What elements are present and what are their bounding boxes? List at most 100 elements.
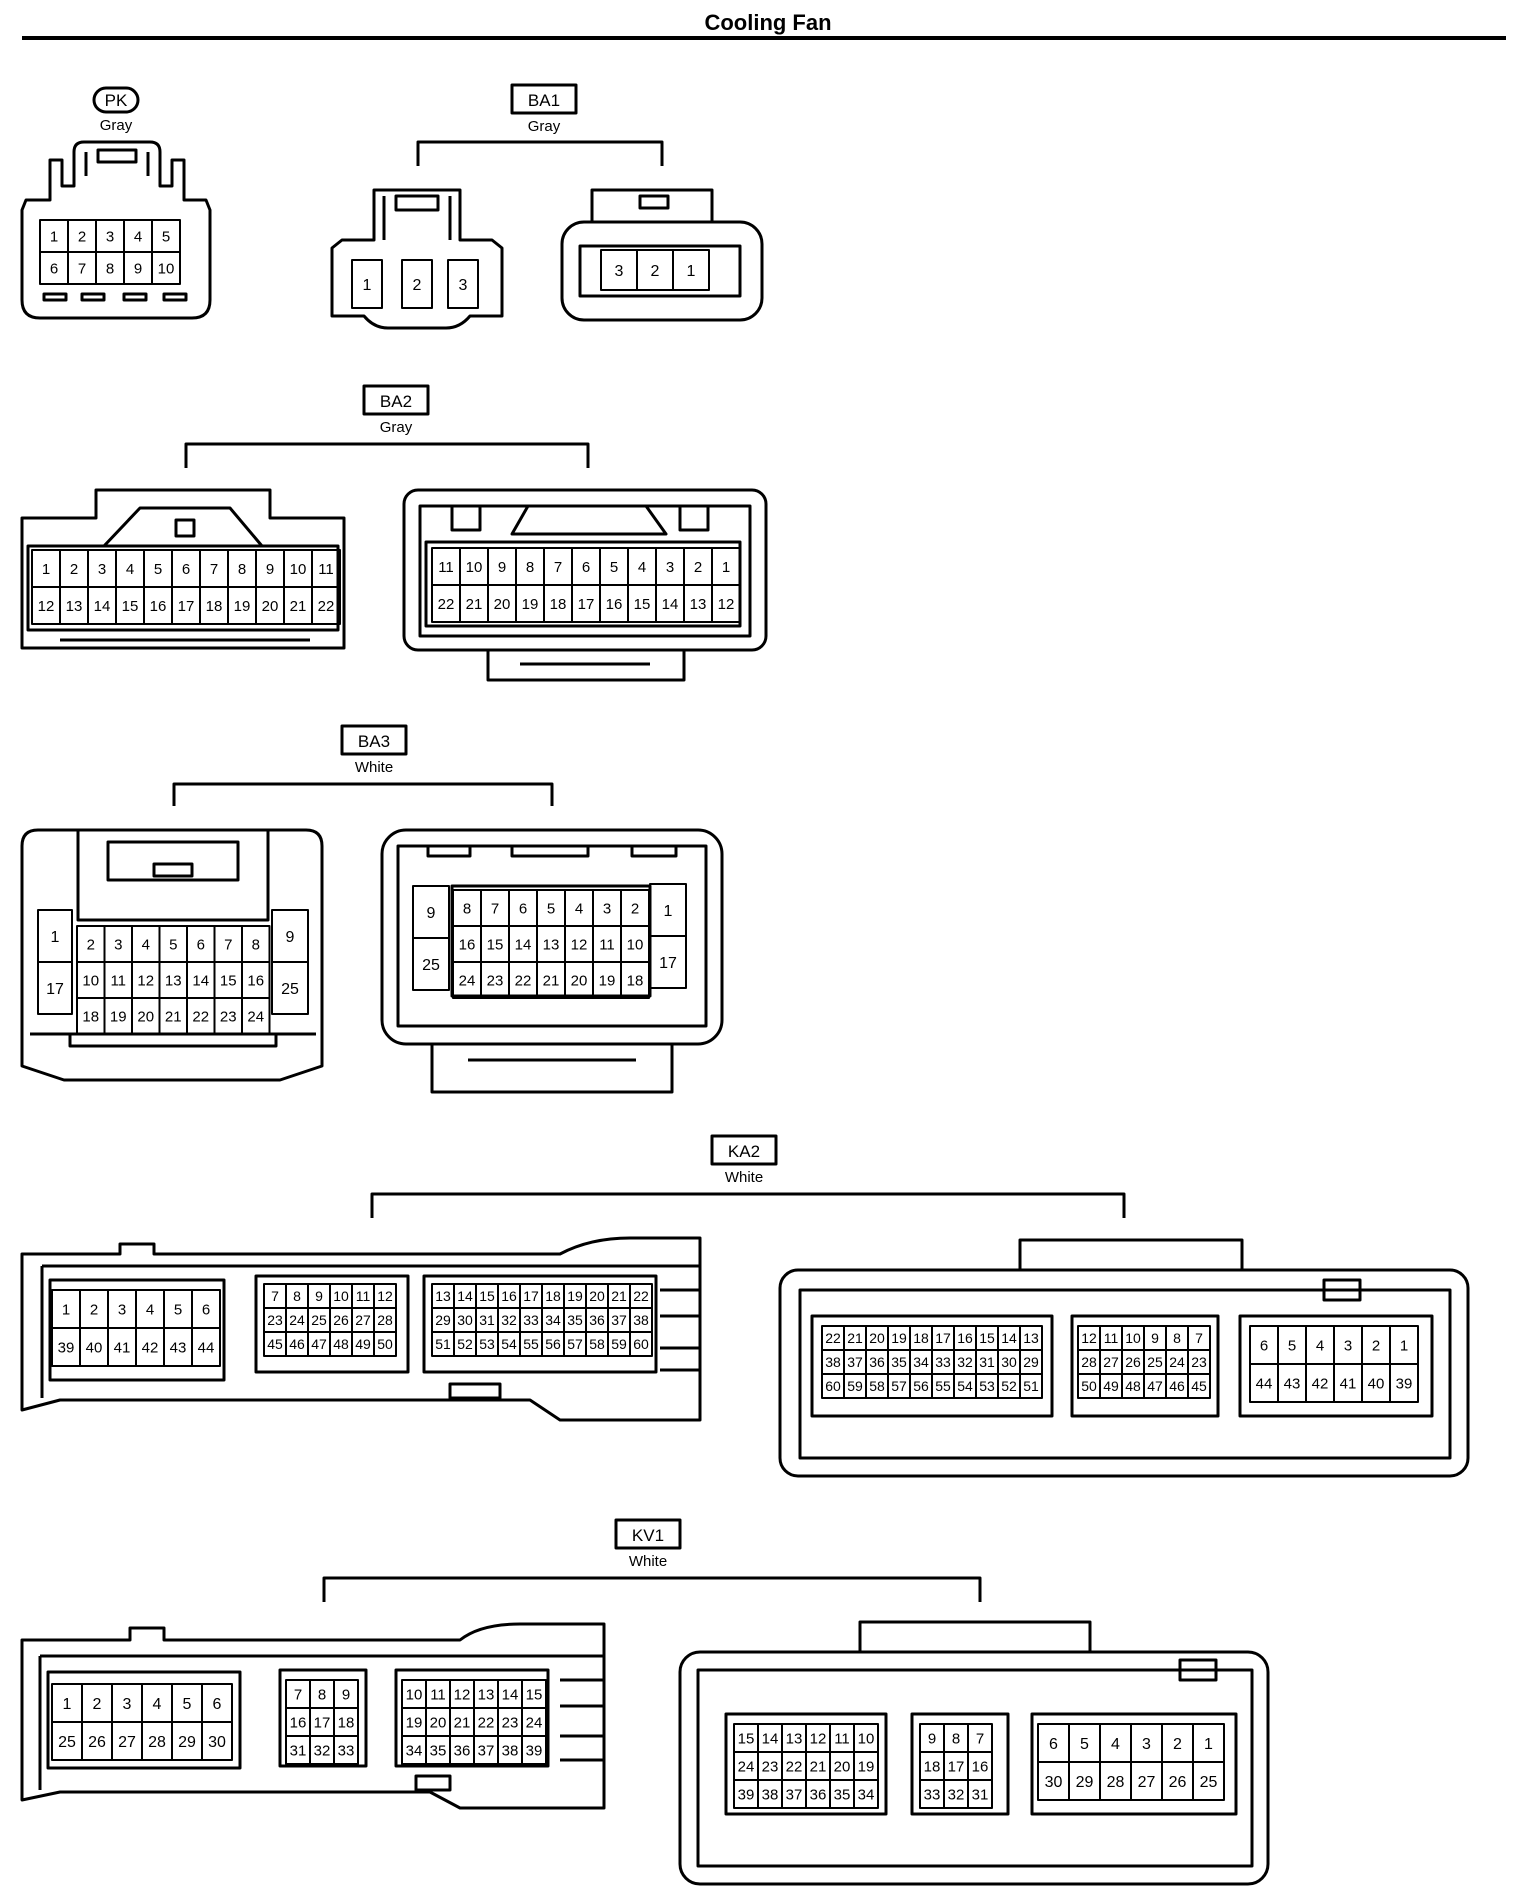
- pin-number: 12: [137, 972, 154, 989]
- pin-number: 6: [182, 561, 190, 578]
- pin-number: 25: [422, 957, 440, 974]
- ka2-male-cavity-1: [810, 1314, 1054, 1418]
- kv1-female-bottom-slot: [414, 1774, 452, 1792]
- pin-number: 9: [286, 929, 295, 946]
- pk-keys-2: [80, 292, 106, 302]
- pin-number: 26: [1125, 1354, 1141, 1370]
- pin-number: 2: [413, 277, 422, 294]
- pin-number: 11: [1104, 1330, 1119, 1346]
- pin-number: 10: [158, 260, 175, 277]
- pin-number: 50: [377, 1336, 393, 1352]
- pin-number: 3: [114, 936, 122, 953]
- pin-number: 25: [1147, 1354, 1163, 1370]
- pin-number: 17: [659, 955, 677, 972]
- pin-number: 12: [1081, 1330, 1097, 1346]
- pin-number: 35: [891, 1354, 907, 1370]
- ba3-ml-pins: 925: [412, 885, 450, 991]
- pin-number: 17: [46, 981, 64, 998]
- pin-number: 35: [567, 1312, 583, 1328]
- pin-number: 7: [1195, 1330, 1203, 1346]
- pin-number: 21: [290, 598, 307, 615]
- ba2-code-box: [362, 384, 430, 416]
- ba1-f-pins: 1: [351, 259, 383, 309]
- pin-number: 13: [786, 1730, 803, 1747]
- ba3-bracket: [172, 782, 554, 806]
- ka2-code: KA2: [728, 1142, 760, 1161]
- pin-number: 41: [114, 1339, 131, 1356]
- ba2-male-housing: [402, 488, 768, 652]
- ba3-fr-pins: 925: [271, 909, 309, 1015]
- pin-number: 15: [634, 596, 651, 613]
- pin-number: 5: [162, 228, 170, 245]
- pin-number: 21: [466, 596, 483, 613]
- pin-number: 6: [582, 559, 590, 576]
- pin-cell: [271, 961, 309, 1015]
- pin-number: 57: [891, 1378, 907, 1394]
- pin-number: 17: [935, 1330, 951, 1346]
- ba2-male-foot: [486, 650, 686, 682]
- ka2-bracket: [370, 1192, 1126, 1218]
- ba2-bracket: [184, 442, 590, 468]
- pin-number: 17: [948, 1758, 965, 1775]
- pin-number: 3: [459, 277, 468, 294]
- ka2-male-shell: [798, 1288, 1452, 1460]
- pin-number: 41: [1340, 1375, 1357, 1392]
- pin-number: 8: [318, 1686, 326, 1703]
- pin-cell: [649, 935, 687, 989]
- pin-number: 2: [87, 936, 95, 953]
- pin-number: 10: [290, 561, 307, 578]
- pin-number: 34: [858, 1786, 875, 1803]
- pin-number: 28: [377, 1312, 393, 1328]
- pin-number: 13: [165, 972, 182, 989]
- ba3-male-ribs: [426, 846, 678, 858]
- pin-number: 17: [178, 598, 195, 615]
- pin-number: 47: [1147, 1378, 1163, 1394]
- pin-number: 39: [58, 1339, 75, 1356]
- pin-number: 9: [928, 1730, 936, 1747]
- pk-code: PK: [105, 91, 128, 110]
- pin-number: 5: [169, 936, 177, 953]
- pin-number: 18: [545, 1288, 561, 1304]
- pin-number: 6: [197, 936, 205, 953]
- pin-number: 31: [972, 1786, 989, 1803]
- pin-number: 12: [571, 936, 588, 953]
- pin-number: 11: [834, 1730, 850, 1747]
- pin-number: 2: [651, 263, 660, 280]
- pin-number: 26: [1169, 1774, 1187, 1791]
- pin-number: 7: [554, 559, 562, 576]
- pin-number: 18: [82, 1008, 99, 1025]
- pin-number: 21: [454, 1714, 471, 1731]
- pin-cell: [853, 1779, 879, 1809]
- pin-number: 1: [363, 277, 372, 294]
- pin-number: 10: [406, 1686, 423, 1703]
- pin-number: 8: [106, 260, 114, 277]
- pin-number: 21: [165, 1008, 182, 1025]
- ba1-f3-pins: 3: [447, 259, 479, 309]
- pin-number: 15: [220, 972, 237, 989]
- pin-number: 51: [435, 1336, 451, 1352]
- ka2-female-shell: [40, 1264, 700, 1398]
- ba2-male-lug-left: [450, 504, 482, 532]
- pin-number: 4: [146, 1301, 154, 1318]
- pin-number: 24: [738, 1758, 755, 1775]
- pin-cell: [629, 1331, 653, 1357]
- ba2-code: BA2: [380, 392, 412, 411]
- pin-number: 18: [913, 1330, 929, 1346]
- pin-number: 7: [271, 1288, 279, 1304]
- pin-number: 16: [150, 598, 167, 615]
- pin-cell: [241, 997, 271, 1035]
- pin-number: 55: [935, 1378, 951, 1394]
- pin-number: 19: [599, 972, 616, 989]
- pin-number: 22: [786, 1758, 803, 1775]
- pin-number: 6: [202, 1301, 210, 1318]
- pin-number: 16: [459, 936, 476, 953]
